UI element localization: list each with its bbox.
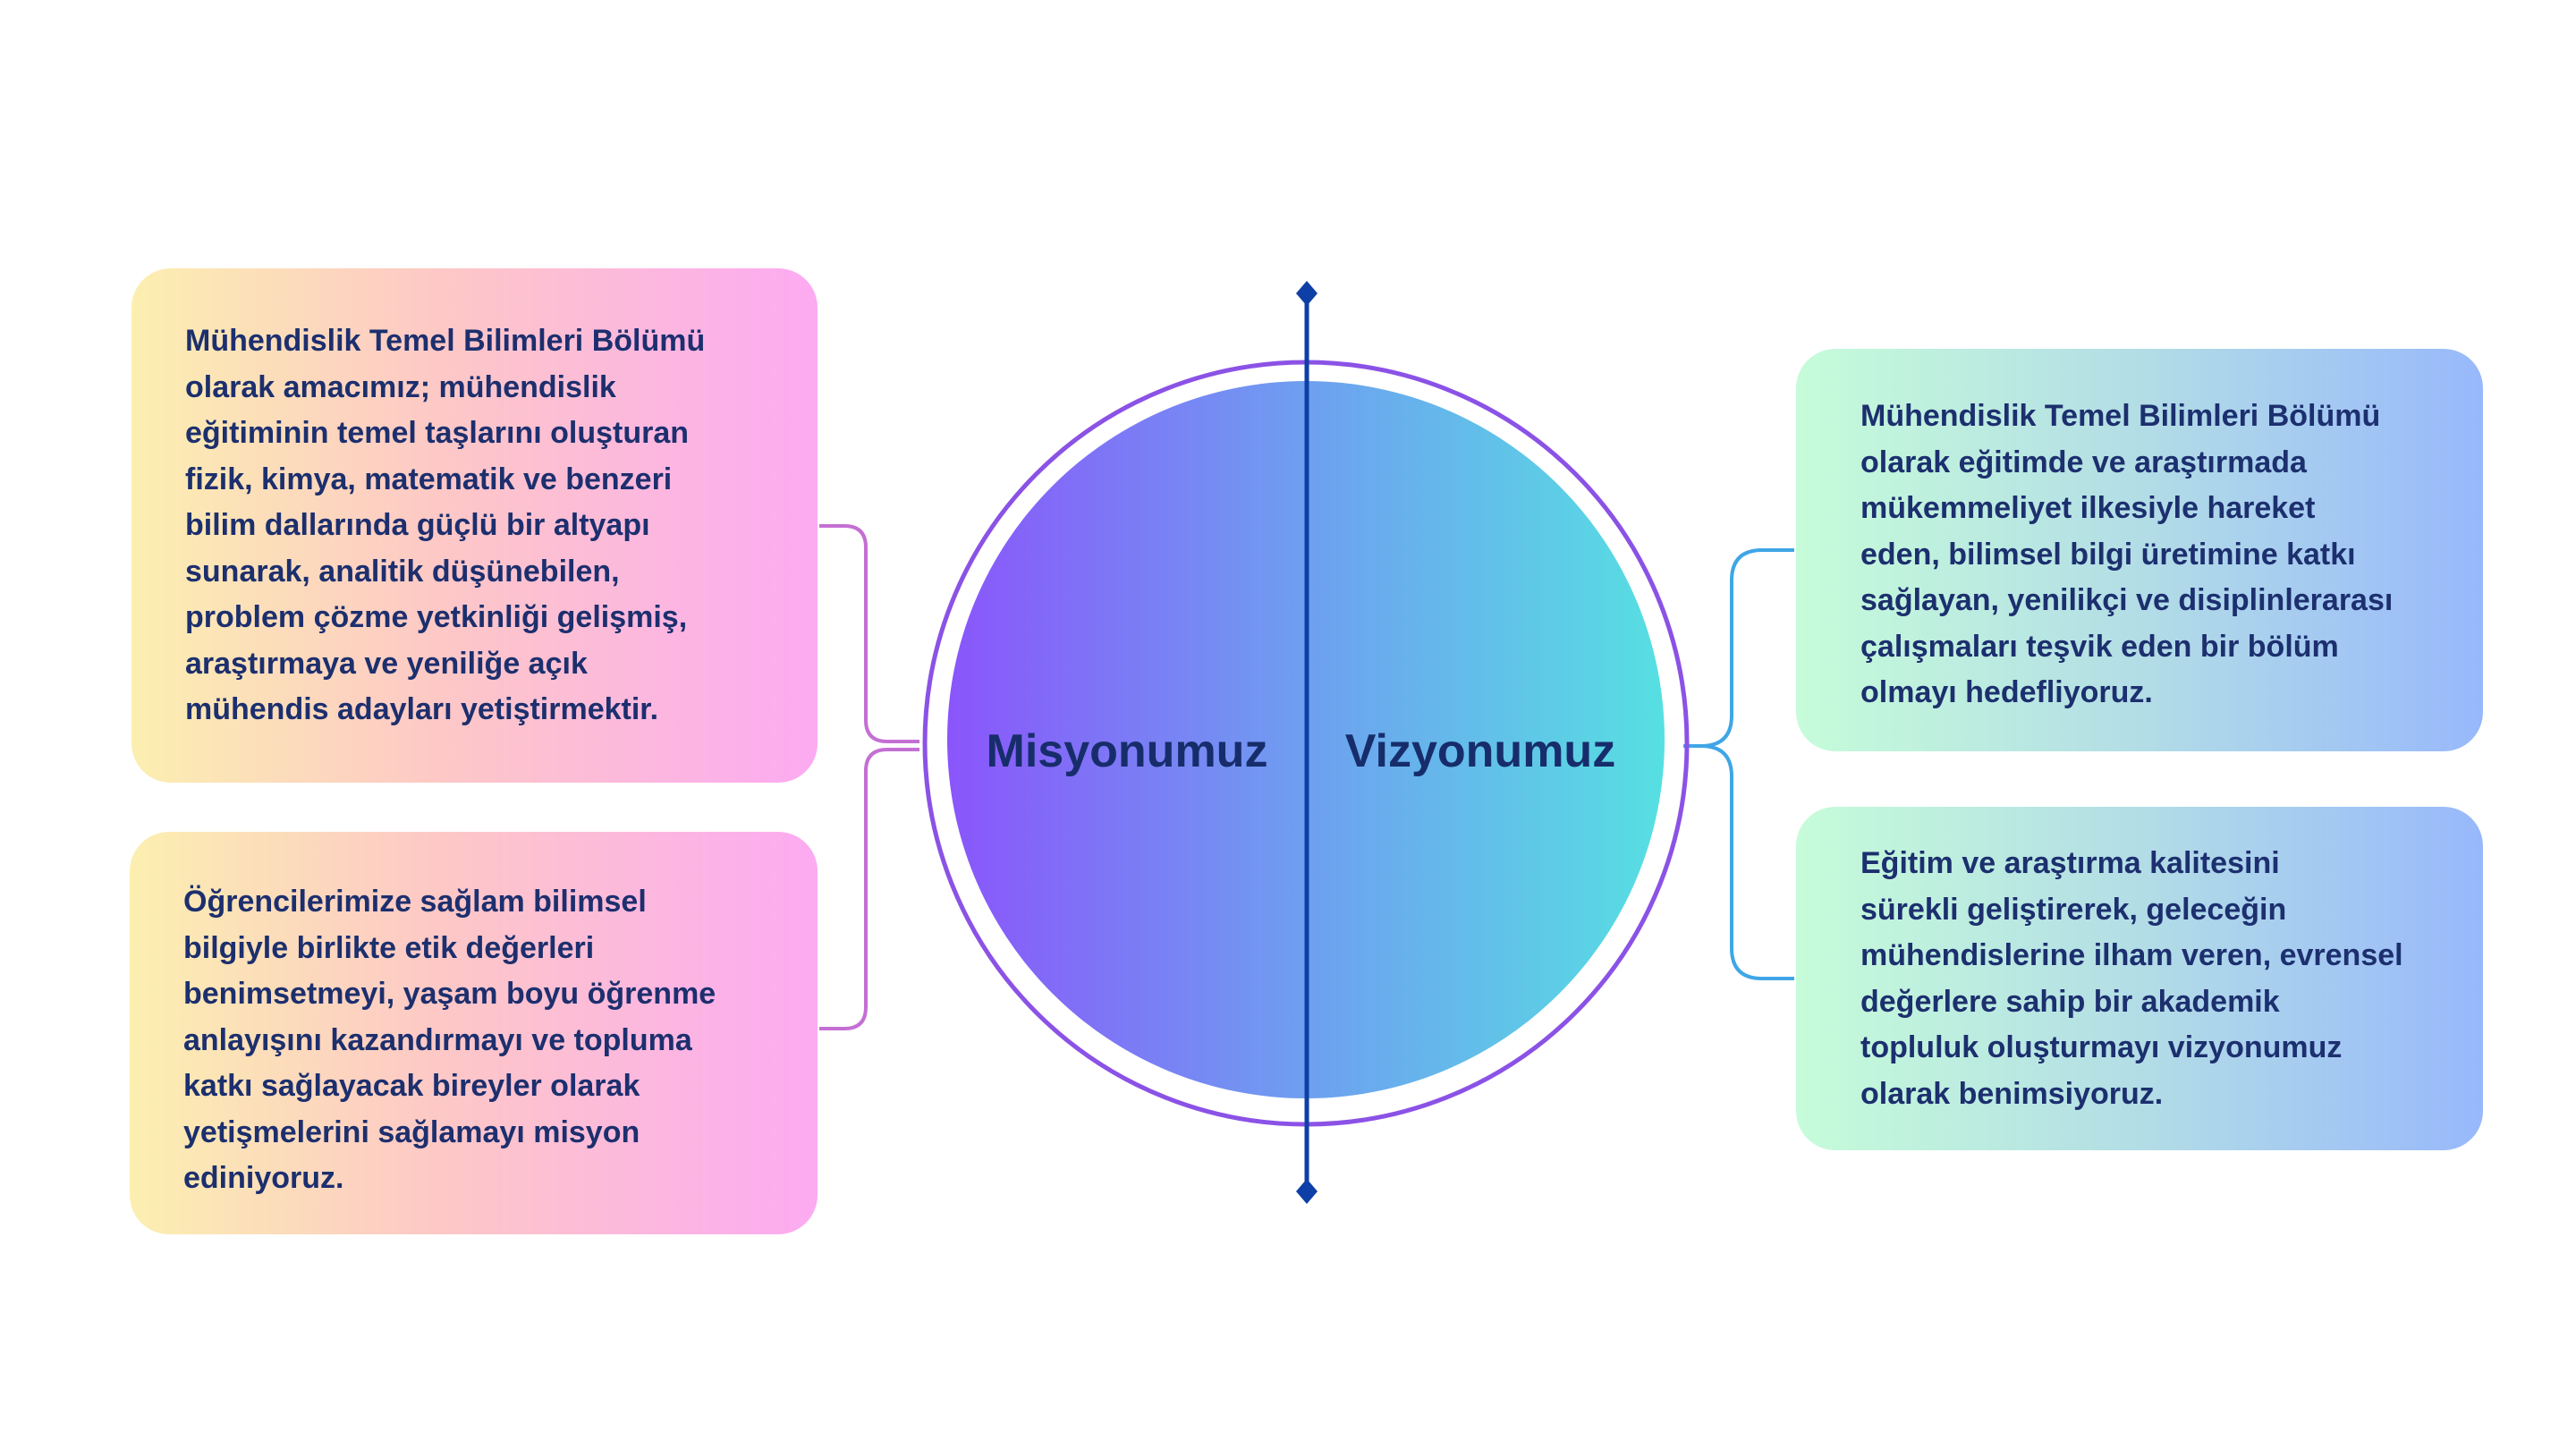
card-line: bilim dallarında güçlü bir altyapı xyxy=(185,508,650,542)
card-line: değerlere sahip bir akademik xyxy=(1860,984,2280,1019)
card-line: olarak benimsiyoruz. xyxy=(1860,1076,2164,1111)
card-line: ediniyoruz. xyxy=(183,1161,344,1195)
card-line: sağlayan, yenilikçi ve disiplinlerarası xyxy=(1860,583,2394,617)
vision-title: Vizyonumuz xyxy=(1344,725,1616,777)
card-line: olmayı hedefliyoruz. xyxy=(1860,675,2153,709)
vision-card-1: Mühendislik Temel Bilimleri Bölümü olara… xyxy=(1796,349,2483,751)
card-line: yetişmelerini sağlamayı misyon xyxy=(183,1114,640,1149)
card-line: mükemmeliyet ilkesiyle hareket xyxy=(1860,491,2316,525)
vision-card-2: Eğitim ve araştırma kalitesini sürekli g… xyxy=(1796,807,2483,1150)
card-line: Eğitim ve araştırma kalitesini xyxy=(1860,846,2280,880)
mission-connector xyxy=(819,524,919,1030)
card-line: Mühendislik Temel Bilimleri Bölümü xyxy=(1860,399,2381,433)
card-line: olarak eğitimde ve araştırmada xyxy=(1860,445,2307,479)
card-line: benimsetmeyi, yaşam boyu öğrenme xyxy=(183,977,716,1011)
mission-card-1: Mühendislik Temel Bilimleri Bölümü olara… xyxy=(131,268,818,783)
card-line: araştırmaya ve yeniliğe açık xyxy=(185,646,588,681)
card-line: eden, bilimsel bilgi üretimine katkı xyxy=(1860,537,2356,572)
card-line: Öğrencilerimize sağlam bilimsel xyxy=(183,885,647,919)
card-line: Mühendislik Temel Bilimleri Bölümü xyxy=(185,324,706,358)
card-line: katkı sağlayacak bireyler olarak xyxy=(183,1069,640,1103)
card-line: topluluk oluşturmayı vizyonumuz xyxy=(1860,1030,2343,1064)
card-line: sürekli geliştirerek, geleceğin xyxy=(1860,892,2287,927)
card-line: olarak amacımız; mühendislik xyxy=(185,369,616,404)
card-line: bilgiyle birlikte etik değerleri xyxy=(183,930,595,965)
card-line: anlayışını kazandırmayı ve topluma xyxy=(183,1022,692,1057)
divider-top-diamond-icon xyxy=(1296,281,1318,306)
mission-card-2: Öğrencilerimize sağlam bilimsel bilgiyle… xyxy=(130,832,818,1234)
vision-connector xyxy=(1683,548,1794,980)
card-line: eğitiminin temel taşlarını oluşturan xyxy=(185,416,689,450)
card-line: mühendislerine ilham veren, evrensel xyxy=(1860,938,2403,972)
card-line: problem çözme yetkinliği gelişmiş, xyxy=(185,600,688,634)
card-line: çalışmaları teşvik eden bir bölüm xyxy=(1860,629,2339,664)
card-line: mühendis adayları yetiştirmektir. xyxy=(185,692,659,726)
mission-title: Misyonumuz xyxy=(986,725,1268,777)
card-line: fizik, kimya, matematik ve benzeri xyxy=(185,462,673,496)
divider-bottom-diamond-icon xyxy=(1296,1179,1318,1204)
card-line: sunarak, analitik düşünebilen, xyxy=(185,554,620,589)
